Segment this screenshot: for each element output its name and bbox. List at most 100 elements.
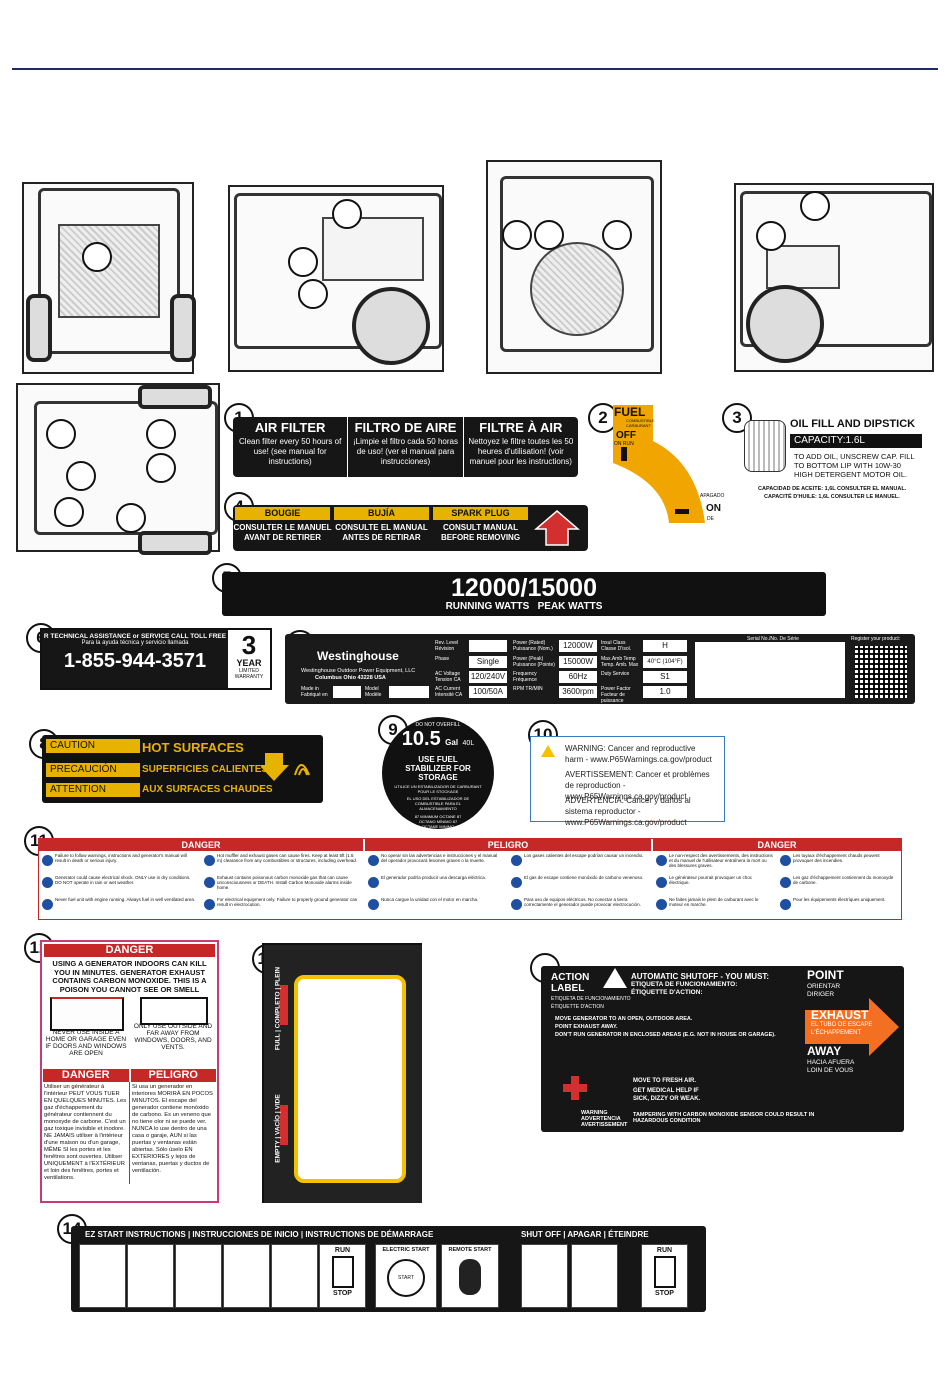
rating-city: Columbus Ohio 43228 USA	[315, 675, 386, 681]
danger-strip-head: DANGER	[39, 839, 363, 851]
hazard-icon	[368, 877, 379, 888]
air-filter-text: ¡Limpie el filtro cada 50 horas de uso! …	[353, 437, 458, 466]
rating-field-label: Insul Class Classe D'isol.	[601, 640, 632, 652]
fuel-cap-liters: 40L	[462, 740, 475, 747]
spark-plug-head: SPARK PLUG	[433, 507, 528, 520]
house-outdoor-generator-icon	[140, 997, 208, 1025]
hot-surfaces-label: CAUTION HOT SURFACES PRECAUCIÓN SUPERFIC…	[42, 735, 323, 803]
watts-value: 12000/15000	[451, 574, 597, 602]
danger-strip-cell: Pour les équipements électriques uniquem…	[793, 897, 886, 902]
rating-field-label: Max.Amb Temp Temp. Amb. Max	[601, 656, 639, 668]
fuel-gauge-label: FULL | COMPLETO | PLEIN EMPTY | VACÍO | …	[262, 943, 422, 1203]
fuel-valve-off: OFF	[616, 430, 636, 441]
action-title: ACTION LABEL	[551, 972, 590, 994]
hazard-icon	[204, 855, 215, 866]
label-number: 2	[588, 403, 618, 433]
warranty-years: 3	[241, 630, 257, 660]
danger-strip-head: DANGER	[653, 839, 901, 851]
action-away-fr: LOIN DE VOUS	[807, 1067, 854, 1074]
rating-field-value: 12000W	[559, 640, 597, 652]
ez-shutoff-switch: RUN STOP	[641, 1244, 688, 1308]
spark-plug-text: CONSULTE EL MANUAL ANTES DE RETIRAR	[335, 523, 428, 542]
rocker-switch-icon	[331, 1256, 354, 1288]
fuel-cap-line2: UTILICE UN ESTABILIZADOR DE CARBURANT PO…	[394, 784, 482, 794]
label-number: 3	[722, 403, 752, 433]
watts-peak: PEAK WATTS	[537, 601, 603, 612]
spark-plug-text: CONSULTER LE MANUEL AVANT DE RETIRER	[233, 523, 332, 542]
rating-brand: Westinghouse	[317, 649, 399, 663]
fuel-cap-gal-unit: Gal	[445, 738, 459, 747]
rating-register: Register your product:	[851, 636, 901, 642]
rating-field-value: 1.0	[643, 686, 687, 698]
generator-front-view	[22, 182, 196, 374]
danger-co-right-caption: ONLY USE OUTSIDE AND FAR AWAY FROM WINDO…	[133, 1023, 213, 1051]
hot-surfaces-tag: ATTENTION	[46, 783, 140, 797]
house-no-generator-icon	[50, 997, 124, 1031]
danger-strip-cell: El generador podría producir una descarg…	[381, 875, 487, 880]
action-tamper: TAMPERING WITH CARBON MONOXIDE SENSOR CO…	[633, 1112, 815, 1124]
air-filter-text: Clean filter every 50 hours of use! (see…	[239, 437, 342, 466]
header-rule	[12, 68, 938, 70]
fuel-cap-gal: 10.5	[401, 728, 441, 750]
rating-model-value	[389, 686, 429, 698]
danger-co-head: DANGER	[44, 944, 215, 957]
action-sick: MOVE TO FRESH AIR.	[633, 1078, 697, 1084]
action-point-es: ORIENTAR	[807, 983, 841, 990]
fuel-cap-line3: EL USO DEL ESTABILIZADOR DE COMBUSTIBLE …	[406, 796, 470, 811]
fuel-cap-label: DO NOT OVERFILL 10.5 Gal 40L USE FUEL ST…	[382, 717, 494, 829]
support-label: R TECHNICAL ASSISTANCE or SERVICE CALL T…	[40, 628, 272, 690]
rocker-switch-icon	[653, 1256, 676, 1288]
ez-run: RUN	[334, 1247, 351, 1254]
oil-text: TO ADD OIL, UNSCREW CAP. FILL TO BOTTOM …	[794, 452, 915, 479]
oil-es: CAPACIDAD DE ACEITE: 1,6L CONSULTER EL M…	[758, 486, 907, 492]
prop65-en: WARNING: Cancer and reproductive harm - …	[565, 744, 712, 764]
fuel-cap-octane: 87 MINIMUM OCTANE 87 OCTANO MÍNIMO 87 OC…	[414, 814, 462, 829]
watts-label: 12000/15000 RUNNING WATTS PEAK WATTS	[222, 572, 826, 616]
support-phone: 1-855-944-3571	[63, 650, 207, 672]
rating-field-label: Frequency Fréquence	[513, 671, 537, 683]
action-exhaust-fr: L'ÉCHAPPEMENT	[811, 1030, 862, 1036]
danger-strip-cell: Nunca cargue la unidad con el motor en m…	[381, 897, 479, 902]
hazard-icon	[656, 899, 667, 910]
danger-co-fr-head: DANGER	[43, 1069, 129, 1082]
start-button-icon: START	[387, 1259, 425, 1297]
fuel-gauge-full: FULL | COMPLETO | PLEIN	[274, 966, 282, 1051]
ez-step-switch-icon	[271, 1244, 318, 1308]
danger-strip-cell: Para uso de equipos eléctricos. No conec…	[524, 897, 641, 907]
rating-field-value	[469, 640, 507, 652]
fuel-valve-sub: COMBUSTIBLE CARBURANT	[626, 418, 655, 428]
rating-company: Westinghouse Outdoor Power Equipment, LL…	[301, 668, 416, 674]
rating-field-label: AC Voltage Tension CA	[435, 671, 461, 683]
oil-label: OIL FILL AND DIPSTICK CAPACITY:1.6L TO A…	[738, 410, 923, 505]
air-filter-text: Nettoyez le filtre toutes les 50 heures …	[468, 437, 574, 466]
rating-serial: Serial No./No. De Série	[747, 636, 799, 642]
ez-step-fuel-icon	[79, 1244, 126, 1308]
oil-dipstick-icon	[744, 420, 786, 472]
hazard-icon	[204, 899, 215, 910]
rating-model: Model Modèle	[365, 686, 382, 698]
danger-strip-cell: Hot muffler and exhaust gases can cause …	[217, 853, 358, 863]
hazard-icon	[511, 899, 522, 910]
rating-field-value: 120/240V	[469, 671, 507, 683]
spark-plug-label: BOUGIE D'ALLUMAGE BUJÍA SPARK PLUG CONSU…	[233, 505, 588, 551]
rating-field-label: Power (Rated) Puissance (Nom.)	[513, 640, 553, 652]
danger-co-label: DANGER USING A GENERATOR INDOORS CAN KIL…	[40, 940, 219, 1203]
air-filter-title: FILTRO DE AIRE	[354, 420, 457, 435]
fuel-valve-apagado: APAGADO	[700, 493, 725, 499]
hazard-icon	[42, 855, 53, 866]
danger-co-es-head: PELIGRO	[130, 1069, 216, 1082]
danger-co-es-text: Si usa un generador en interiores MORIRÁ…	[132, 1084, 213, 1174]
ez-step-choke-icon	[175, 1244, 222, 1308]
danger-strip-cell: No operar sin las advertencias e instruc…	[381, 853, 498, 863]
prop65-fr: AVERTISSEMENT: Cancer et problèmes de re…	[565, 770, 710, 801]
hazard-icon	[780, 899, 791, 910]
rating-made-in-value	[333, 686, 361, 698]
hazard-icon	[511, 877, 522, 888]
hot-surfaces-tag: PRECAUCIÓN	[46, 763, 140, 777]
hot-surfaces-text: SUPERFICIES CALIENTES	[142, 764, 269, 775]
qr-code-icon	[855, 646, 907, 698]
ez-step-oil-icon	[127, 1244, 174, 1308]
action-label: ACTION LABEL ETIQUETA DE FUNCIONAMIENTO …	[541, 966, 904, 1132]
rating-field-label: Power Factor Facteur de puissance	[601, 686, 631, 704]
